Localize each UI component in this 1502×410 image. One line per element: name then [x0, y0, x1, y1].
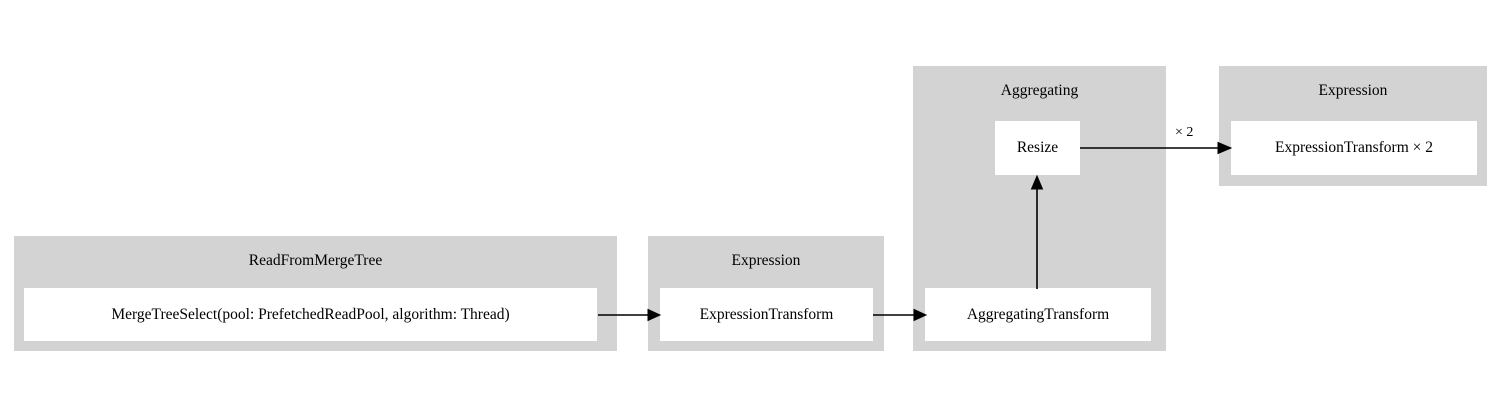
node-aggregating-transform[interactable]: AggregatingTransform: [925, 288, 1151, 341]
cluster-title-expression-2: Expression: [1318, 82, 1388, 99]
edge-aggregating-transform-to-resize: [1030, 174, 1044, 289]
arrowhead-icon: [647, 308, 662, 322]
node-expression-transform-2[interactable]: ExpressionTransform × 2: [1231, 121, 1477, 175]
node-expression-transform-1[interactable]: ExpressionTransform: [660, 288, 873, 341]
edge-resize-to-expression-transform-2: [1080, 141, 1233, 155]
edge-merge-tree-select-to-expression-transform-1: [598, 308, 662, 322]
node-resize[interactable]: Resize: [995, 121, 1080, 175]
edge-expression-transform-1-to-aggregating-transform: [873, 308, 928, 322]
arrowhead-icon: [1030, 174, 1044, 190]
cluster-title-read-from-merge-tree: ReadFromMergeTree: [248, 252, 383, 269]
edge-label-resize-to-expression-transform-2: × 2: [1175, 125, 1194, 140]
node-merge-tree-select[interactable]: MergeTreeSelect(pool: PrefetchedReadPool…: [24, 288, 597, 341]
cluster-title-aggregating: Aggregating: [1000, 82, 1079, 99]
cluster-title-expression-1: Expression: [731, 252, 801, 269]
arrowhead-icon: [913, 308, 928, 322]
arrowhead-icon: [1217, 141, 1233, 155]
